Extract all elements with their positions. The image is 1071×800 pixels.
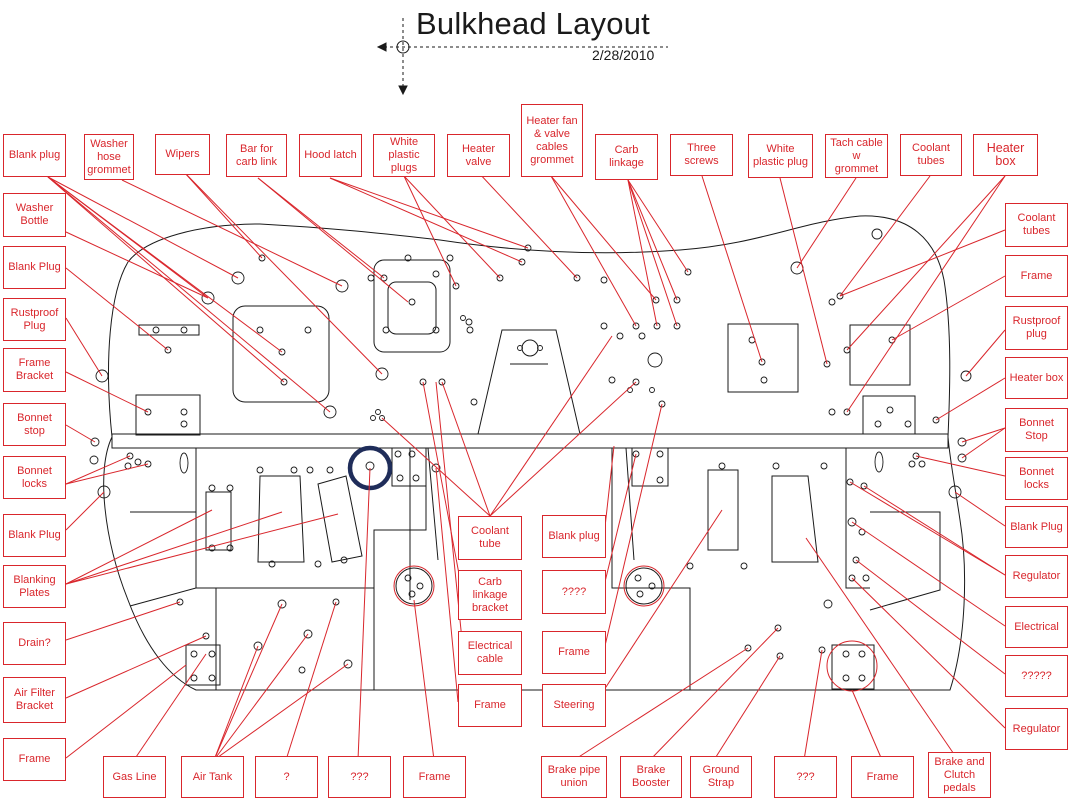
label-frame-left-bottom: Frame (3, 738, 66, 781)
label-rustproof-plug-right: Rustproof plug (1005, 306, 1068, 350)
label-blanking-plates: Blanking Plates (3, 565, 66, 608)
label-coolant-tubes-top: Coolant tubes (900, 134, 962, 176)
label-air-tank: Air Tank (181, 756, 244, 798)
label-drain: Drain? (3, 622, 66, 665)
label-heater-valve: Heater valve (447, 134, 510, 177)
label-unknown-5q: ????? (1005, 655, 1068, 697)
label-steering: Steering (542, 684, 606, 727)
label-carb-linkage-bracket: Carb linkage bracket (458, 570, 522, 620)
label-tach-cable-w-grommet: Tach cable w grommet (825, 134, 888, 178)
label-washer-hose-grommet: Washer hose grommet (84, 134, 134, 180)
label-unknown-1q: ? (255, 756, 318, 798)
label-frame-mid: Frame (458, 684, 522, 727)
label-bonnet-stop-left: Bonnet stop (3, 403, 66, 446)
label-unknown-4q: ???? (542, 570, 606, 614)
label-electrical-cable: Electrical cable (458, 631, 522, 675)
label-wipers: Wipers (155, 134, 210, 175)
label-coolant-tube: Coolant tube (458, 516, 522, 560)
leader-lines (47, 171, 1006, 761)
label-blank-plug-mid: Blank plug (542, 515, 606, 558)
label-unknown-3q-2: ??? (774, 756, 837, 798)
page-title: Bulkhead Layout (416, 6, 650, 41)
label-frame-bottom-2: Frame (851, 756, 914, 798)
lower-panel-outline (103, 436, 966, 691)
label-heater-box-right: Heater box (1005, 357, 1068, 399)
highlight-circle (347, 445, 393, 491)
label-coolant-tubes-right: Coolant tubes (1005, 203, 1068, 247)
label-brake-booster: Brake Booster (620, 756, 682, 798)
label-frame-bottom-1: Frame (403, 756, 466, 798)
label-electrical: Electrical (1005, 606, 1068, 648)
label-unknown-3q-1: ??? (328, 756, 391, 798)
label-frame-right: Frame (1005, 255, 1068, 297)
label-bonnet-locks-right: Bonnet locks (1005, 457, 1068, 500)
cross-member (111, 433, 949, 449)
label-bonnet-stop-right: Bonnet Stop (1005, 408, 1068, 452)
label-three-screws: Three screws (670, 134, 733, 176)
label-regulator-1: Regulator (1005, 555, 1068, 598)
label-blank-plug: Blank plug (3, 134, 66, 177)
label-bonnet-locks-left: Bonnet locks (3, 456, 66, 499)
label-washer-bottle: Washer Bottle (3, 193, 66, 237)
diagram-date: 2/28/2010 (592, 47, 655, 63)
label-gas-line: Gas Line (103, 756, 166, 798)
label-brake-pipe-union: Brake pipe union (541, 756, 607, 798)
label-bar-for-carb-link: Bar for carb link (226, 134, 287, 177)
label-blank-plug-left-2: Blank Plug (3, 514, 66, 557)
label-blank-plug-right: Blank Plug (1005, 506, 1068, 548)
label-air-filter-bracket: Air Filter Bracket (3, 677, 66, 723)
label-heater-box-top: Heater box (973, 134, 1038, 176)
label-frame-mid-2: Frame (542, 631, 606, 674)
label-white-plastic-plugs: White plastic plugs (373, 134, 435, 177)
label-hood-latch: Hood latch (299, 134, 362, 177)
hole-markers (89, 228, 972, 682)
label-regulator-2: Regulator (1005, 708, 1068, 750)
label-carb-linkage: Carb linkage (595, 134, 658, 180)
label-blank-plug-left: Blank Plug (3, 246, 66, 289)
label-brake-and-clutch-pedals: Brake and Clutch pedals (928, 752, 991, 798)
label-frame-bracket: Frame Bracket (3, 348, 66, 392)
label-ground-strap: Ground Strap (690, 756, 752, 798)
label-white-plastic-plug: White plastic plug (748, 134, 813, 178)
upper-panel-outline (108, 215, 951, 438)
direction-marker (376, 18, 668, 96)
label-rustproof-plug-left: Rustproof Plug (3, 298, 66, 341)
label-heater-fan-valve-cables-grommet: Heater fan & valve cables grommet (521, 104, 583, 177)
